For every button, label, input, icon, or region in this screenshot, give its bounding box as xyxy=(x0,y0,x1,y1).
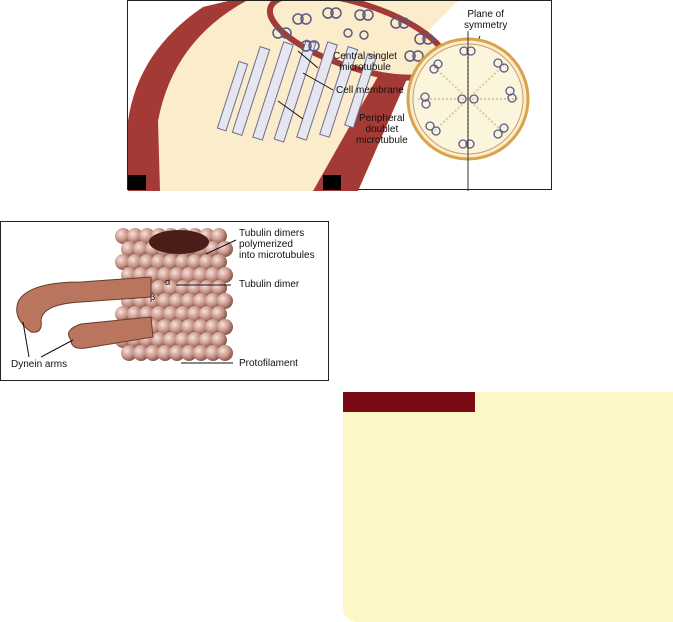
tubulin-bead xyxy=(199,306,215,322)
tubulin-bead xyxy=(175,280,191,296)
tubulin-bead xyxy=(199,332,215,348)
tubulin-bead xyxy=(211,332,227,348)
tubulin-bead xyxy=(193,293,209,309)
tubulin-bead xyxy=(205,319,221,335)
tubulin-bead xyxy=(199,280,215,296)
tubulin-bead xyxy=(187,254,203,270)
tubulin-bead xyxy=(199,254,215,270)
tubulin-bead xyxy=(211,306,227,322)
tubulin-bead xyxy=(211,254,227,270)
beta-label: β xyxy=(150,292,156,302)
tubulin-bead xyxy=(181,345,197,361)
tubulin-bead xyxy=(205,345,221,361)
tubulin-bead xyxy=(151,306,167,322)
cell-membrane-label: Cell membrane xyxy=(336,85,404,96)
microtubule-figure: Tubulin dimers polymerized into microtub… xyxy=(0,221,329,381)
note-box xyxy=(343,392,673,622)
dynein-arm-upper xyxy=(16,276,152,333)
tubulin-bead xyxy=(139,254,155,270)
label-line: microtubule xyxy=(339,62,391,73)
tubulin-bead xyxy=(217,241,233,257)
axoneme-illustration xyxy=(128,1,530,191)
central-singlet-label: Central singlet microtubule xyxy=(333,51,397,73)
tubulin-bead xyxy=(145,345,161,361)
tubulin-bead xyxy=(163,332,179,348)
tubulin-bead xyxy=(169,345,185,361)
label-line: Peripheral xyxy=(359,113,405,124)
tubulin-bead xyxy=(133,241,149,257)
tubulin-bead xyxy=(121,241,137,257)
cell-membrane-left xyxy=(128,1,246,191)
alpha-label: α xyxy=(165,277,171,287)
label-line: microtubule xyxy=(356,135,408,146)
tubulin-bead xyxy=(217,293,233,309)
tubulin-bead xyxy=(169,293,185,309)
dynein-arms-label: Dynein arms xyxy=(11,359,68,370)
tubulin-bead xyxy=(217,267,233,283)
note-box-tab xyxy=(343,392,475,412)
tubulin-bead xyxy=(175,306,191,322)
tubulin-bead xyxy=(193,345,209,361)
microtubule-rods xyxy=(216,39,378,143)
tubulin-bead xyxy=(157,345,173,361)
panel-marker-b xyxy=(323,175,341,190)
tubulin-bead xyxy=(151,280,167,296)
microtubule-illustration xyxy=(16,228,237,364)
tubulin-bead xyxy=(121,345,137,361)
tubulin-bead xyxy=(187,306,203,322)
tubulin-bead xyxy=(193,267,209,283)
tubulin-bead xyxy=(151,254,167,270)
tubulin-bead xyxy=(205,267,221,283)
tubulin-bead xyxy=(133,345,149,361)
tubulin-bead xyxy=(127,228,143,244)
plane-of-symmetry-label: Plane of symmetry xyxy=(464,9,507,31)
tubulin-bead xyxy=(211,280,227,296)
central-singlet-right xyxy=(469,94,479,104)
tubulin-bead xyxy=(157,293,173,309)
label-line: Tubulin dimers xyxy=(239,228,305,239)
tubulin-bead xyxy=(169,319,185,335)
tubulin-bead xyxy=(163,306,179,322)
panel-marker-a xyxy=(128,175,146,190)
label-line: polymerized xyxy=(239,239,293,250)
label-line: into microtubules xyxy=(239,250,315,261)
tubulin-bead xyxy=(217,345,233,361)
tubulin-bead xyxy=(151,332,167,348)
tubulin-bead xyxy=(163,280,179,296)
tubulin-bead xyxy=(181,267,197,283)
tubulin-bead xyxy=(181,319,197,335)
tubulin-dimer-label: Tubulin dimer xyxy=(239,279,300,290)
tubulin-bead xyxy=(157,319,173,335)
tubulin-bead xyxy=(187,280,203,296)
protofilament-label: Protofilament xyxy=(239,358,298,369)
tubulin-bead xyxy=(217,319,233,335)
label-line: Plane of xyxy=(467,9,505,20)
tubulin-bead xyxy=(157,267,173,283)
cross-section-doublets xyxy=(420,46,517,149)
tubulin-bead xyxy=(175,332,191,348)
central-singlet-left xyxy=(457,94,467,104)
label-line: Central singlet xyxy=(333,51,397,62)
tubulin-bead xyxy=(205,293,221,309)
end-face-doublets xyxy=(272,7,434,62)
tubulin-bead xyxy=(115,254,131,270)
label-line: symmetry xyxy=(464,20,508,31)
tubulin-bead xyxy=(181,293,197,309)
tubulin-bead xyxy=(127,254,143,270)
microtubule-lumen xyxy=(149,230,209,254)
peripheral-doublet-label: Peripheral doublet microtubule xyxy=(356,113,408,146)
tubulin-bead xyxy=(211,228,227,244)
label-line: doublet xyxy=(365,124,399,135)
tubulin-bead xyxy=(115,306,131,322)
tubulin-bead xyxy=(115,228,131,244)
dynein-arm-lower xyxy=(68,316,154,349)
tubulin-dimers-label: Tubulin dimers polymerized into microtub… xyxy=(239,228,315,261)
tubulin-bead xyxy=(175,254,191,270)
tubulin-bead xyxy=(169,267,185,283)
tubulin-bead xyxy=(187,332,203,348)
tubulin-bead xyxy=(193,319,209,335)
tubulin-bead xyxy=(163,254,179,270)
axoneme-figure: Plane of symmetry Central singlet microt… xyxy=(127,0,552,191)
leader-lines xyxy=(22,239,237,364)
